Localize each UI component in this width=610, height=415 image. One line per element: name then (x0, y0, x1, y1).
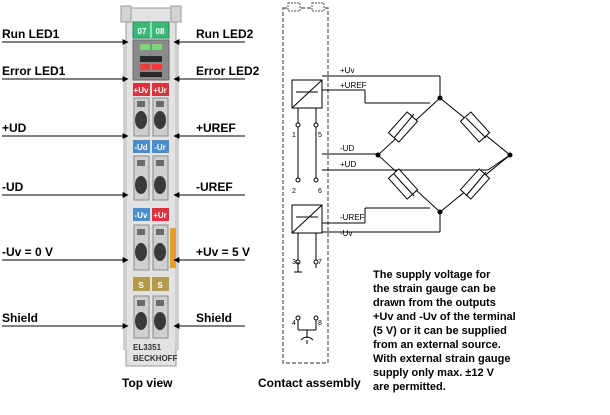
label-minus-ud: -UD (2, 180, 24, 194)
signal-plus-uref: +UREF (340, 81, 367, 90)
label-run-led1: Run LED1 (2, 27, 60, 41)
right-arrows (173, 39, 245, 329)
tag-red-1a: +Uv (134, 86, 149, 95)
note-line: +Uv and -Uv of the terminal (373, 311, 516, 323)
tag-row-blue-1: -Ud -Ur (133, 140, 169, 153)
label-error-led1: Error LED1 (2, 64, 66, 78)
tag-red-2b: +Ur (153, 211, 167, 220)
note-line: the strain gauge can be (373, 283, 496, 295)
tag-shield-b: S (157, 281, 163, 290)
signal-plus-ud: +UD (340, 160, 356, 169)
pin-6: 6 (318, 188, 322, 195)
note-line: supply only max. ±12 V (373, 367, 494, 379)
orange-accent-strip (170, 228, 176, 268)
run-led1-indicator (140, 44, 150, 50)
terminal-brand-logo: BECKHOFF (133, 354, 178, 363)
pin-2: 2 (292, 188, 296, 195)
caption-top-view: Top view (122, 376, 173, 390)
pin-8: 8 (318, 320, 322, 327)
label-plus-uv: +Uv = 5 V (196, 245, 251, 259)
label-plus-uref: +UREF (196, 121, 236, 135)
error-led1-indicator (140, 64, 150, 70)
led-panel: 07 08 (132, 21, 170, 81)
label-shield-right: Shield (196, 311, 233, 325)
run-led2-indicator (152, 44, 162, 50)
contact-pair-3 (133, 224, 176, 271)
tag-red-1b: +Ur (153, 86, 167, 95)
signal-minus-uref: -UREF (340, 213, 365, 222)
label-run-led2: Run LED2 (196, 27, 254, 41)
contact-pair-2 (133, 155, 169, 201)
supply-voltage-note: The supply voltage for the strain gauge … (373, 268, 573, 394)
led-label-07: 07 (138, 27, 147, 36)
caption-contact-assembly: Contact assembly (258, 376, 361, 390)
contact-assembly: 1 5 2 6 3 7 4 8 (282, 2, 440, 364)
terminal-model-label: EL3351 (133, 343, 162, 352)
pin-7: 7 (318, 259, 322, 266)
note-line: drawn from the outputs (373, 297, 496, 309)
strain-gauge-bridge (364, 76, 513, 232)
tag-blue-2a: -Uv (135, 211, 148, 220)
label-plus-ud: +UD (2, 121, 27, 135)
note-line: The supply voltage for (373, 269, 491, 281)
signal-minus-ud: -UD (340, 144, 354, 153)
pin-4: 4 (292, 320, 296, 327)
contact-pair-1 (133, 97, 169, 137)
tag-blue-1b: -Ur (154, 143, 166, 152)
tag-shield-a: S (138, 281, 144, 290)
error-led2-indicator (152, 64, 162, 70)
contact-pair-4 (133, 295, 169, 339)
pin-3: 3 (292, 259, 296, 266)
signal-plus-uv: +Uv (340, 66, 354, 75)
pin-5: 5 (318, 132, 322, 139)
tag-blue-1a: -Ud (134, 143, 147, 152)
note-line: from an external source. (373, 339, 501, 351)
label-minus-uv: -Uv = 0 V (2, 245, 54, 259)
label-shield-left: Shield (2, 311, 39, 325)
signal-minus-uv: -Uv (340, 229, 352, 238)
note-line: With external strain gauge (373, 353, 511, 365)
note-line: are permitted. (373, 381, 446, 393)
left-arrows (2, 39, 129, 329)
label-error-led2: Error LED2 (196, 64, 260, 78)
pin-1: 1 (292, 132, 296, 139)
tag-row-red-1: +Uv +Ur (133, 83, 169, 96)
tag-row-3: -Uv +Ur (133, 208, 169, 221)
led-label-08: 08 (156, 27, 165, 36)
ground-symbol (300, 336, 314, 341)
tag-row-shield: S S (133, 277, 169, 291)
label-minus-uref: -UREF (196, 180, 233, 194)
note-line: (5 V) or it can be supplied (373, 325, 507, 337)
